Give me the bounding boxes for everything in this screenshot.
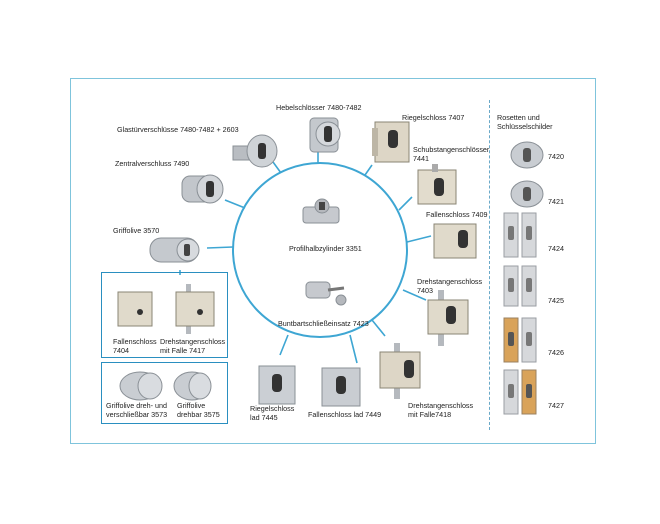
riegel-7407-image: [372, 121, 410, 163]
hebel-lock-image: [309, 117, 341, 153]
label-olive-3573: Griffolive dreh- und verschließbar 3573: [106, 401, 168, 419]
riegel-7445-image: [258, 365, 296, 405]
rosettes-separator: [489, 100, 490, 430]
rosette-code-7420: 7420: [548, 152, 564, 161]
label-riegel-7445: Riegelschloss lad 7445: [250, 404, 295, 422]
label-fallen-7409: Fallenschloss 7409: [426, 210, 488, 219]
label-rosettes-title: Rosetten und Schlüsselschilder: [497, 113, 553, 131]
label-riegel-7407: Riegelschloss 7407: [402, 113, 465, 122]
label-drehstangen-7417: Drehstangenschloss mit Falle 7417: [160, 337, 226, 355]
label-fallen-7404: Fallenschloss 7404: [113, 337, 157, 355]
label-drehstangen-7403: Drehstangenschloss 7403: [417, 277, 483, 295]
label-drehstangen-7418: Drehstangenschloss mit Falle7418: [408, 401, 474, 419]
shield-7424-image: [503, 212, 537, 258]
group-box-locks: [101, 272, 228, 358]
rosette-code-7425: 7425: [548, 296, 564, 305]
rosette-code-7427: 7427: [548, 401, 564, 410]
diagram-frame: [70, 78, 596, 444]
shield-7425-image: [503, 265, 537, 307]
label-zentral: Zentralverschluss 7490: [115, 159, 190, 168]
spokes: [179, 152, 432, 364]
group-box-olives: [101, 362, 228, 424]
label-olive-3575: Griffolive drehbar 3575: [177, 401, 220, 419]
schubstangen-image: [417, 164, 457, 205]
label-glastuer: Glastürverschlüsse 7480-7482 + 2603: [117, 125, 239, 134]
label-schubstangen: Schubstangenschlösser 7441: [413, 145, 490, 163]
rosette-code-7426: 7426: [548, 348, 564, 357]
shield-7427-image: [503, 369, 537, 415]
zentral-lock-image: [181, 174, 224, 204]
glastuer-lock-image: [232, 134, 278, 168]
label-bitinsert: Buntbartschließeinsatz 7423: [278, 319, 369, 328]
fallen-7404-image: [117, 291, 153, 327]
fallen-7409-image: [433, 223, 477, 259]
center-circle: [232, 162, 408, 338]
label-cylinder: Profilhalbzylinder 3351: [289, 244, 362, 253]
olive-3575-image: [173, 371, 212, 401]
label-griffolive-3570: Griffolive 3570: [113, 226, 160, 235]
rosette-7421-image: [510, 180, 544, 208]
griffolive-3570-image: [149, 237, 200, 263]
rosette-7420-image: [510, 141, 544, 169]
fallen-7449-image: [321, 367, 361, 407]
drehstangen-7418-image: [379, 343, 421, 399]
rosette-code-7424: 7424: [548, 244, 564, 253]
olive-3573-image: [119, 371, 163, 401]
drehstangen-7417-image: [175, 284, 215, 334]
label-hebel: Hebelschlösser 7480-7482: [276, 103, 362, 112]
label-fallen-7449: Fallenschloss lad 7449: [308, 410, 382, 419]
cylinder-image: [302, 198, 340, 224]
drehstangen-7403-image: [427, 290, 469, 346]
bitinsert-image: [305, 281, 347, 306]
shield-7426-image: [503, 317, 537, 363]
rosette-code-7421: 7421: [548, 197, 564, 206]
